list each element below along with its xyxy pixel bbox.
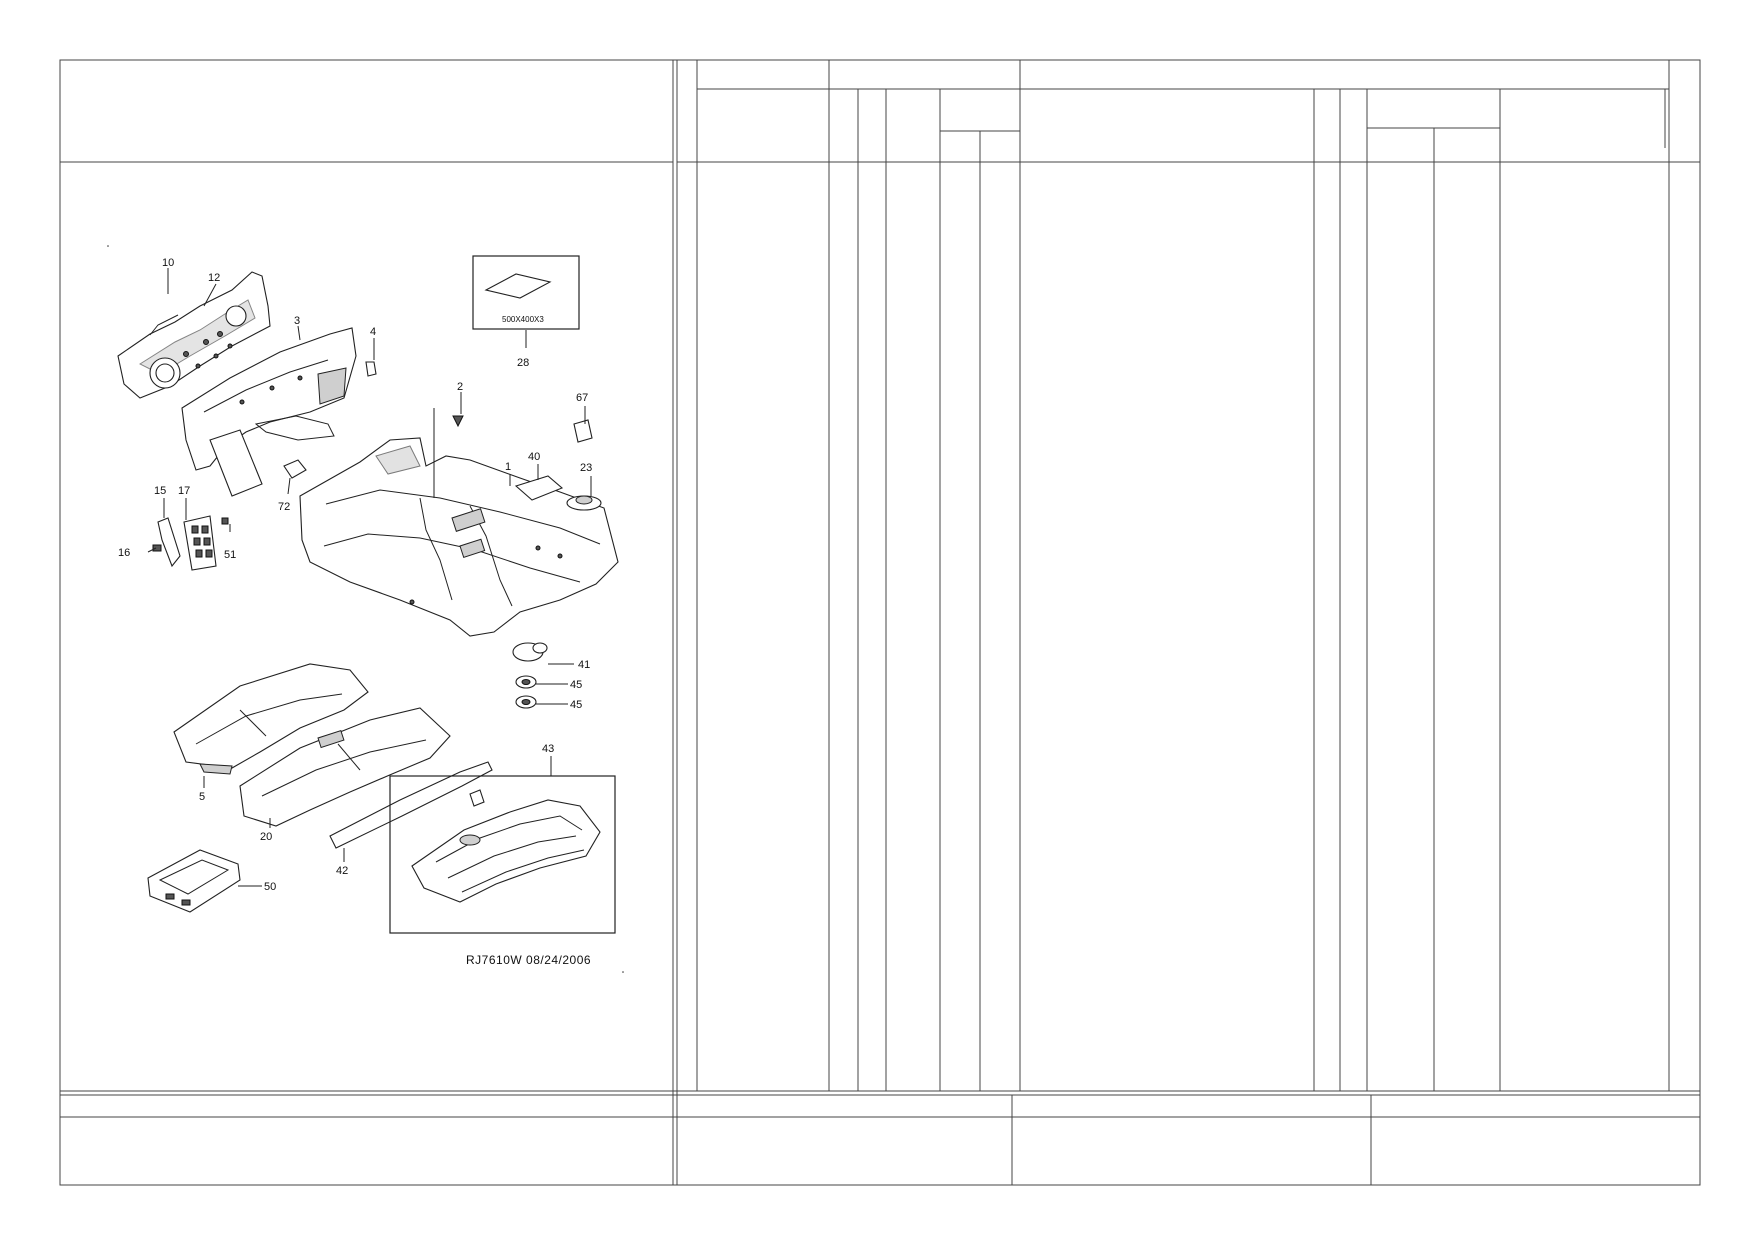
callout-5: 5 <box>199 791 205 803</box>
callout-2: 2 <box>457 381 463 393</box>
callout-42: 42 <box>336 865 348 877</box>
callout-17: 17 <box>178 485 190 497</box>
callout-67: 67 <box>576 392 588 404</box>
tag-part <box>573 419 593 443</box>
callout-40: 40 <box>528 451 540 463</box>
callout-1: 1 <box>505 461 511 473</box>
pedal-insulator-part <box>152 515 229 571</box>
clip-part <box>365 361 377 377</box>
side-trim-strip-part <box>329 761 493 849</box>
callout-labels: 10 12 3 4 2 67 28 40 1 23 15 17 72 16 51… <box>118 257 592 893</box>
insulator-pad-part <box>514 475 564 501</box>
rear-cargo-mat-part <box>411 789 601 903</box>
pad-dimension-label: 500X400X3 <box>502 315 544 324</box>
cap-washer-part <box>512 642 548 709</box>
cargo-tray-part <box>147 849 241 913</box>
dash-lower-panel-part <box>181 327 357 497</box>
callout-45-upper: 45 <box>570 679 582 691</box>
callout-15: 15 <box>154 485 166 497</box>
exploded-parts-diagram: 500X400X3 <box>107 245 624 973</box>
drawing-reference: RJ7610W 08/24/2006 <box>466 953 591 967</box>
pad-detail-box <box>472 255 580 330</box>
callout-51: 51 <box>224 549 236 561</box>
callout-4: 4 <box>370 326 376 338</box>
callout-43: 43 <box>542 743 554 755</box>
rear-cargo-mat-box <box>389 775 616 934</box>
callout-20: 20 <box>260 831 272 843</box>
callout-16: 16 <box>118 547 130 559</box>
dash-insulator-part <box>117 271 271 399</box>
sheet-frame <box>59 59 1701 1186</box>
leader-lines <box>147 268 592 887</box>
callout-28: 28 <box>517 357 529 369</box>
callout-72: 72 <box>278 501 290 513</box>
callout-3: 3 <box>294 315 300 327</box>
front-floor-mat-part <box>173 663 369 775</box>
pin-part <box>452 415 464 428</box>
callout-12: 12 <box>208 272 220 284</box>
rear-floor-mat-part <box>239 707 451 827</box>
callout-50: 50 <box>264 881 276 893</box>
callout-45-lower: 45 <box>570 699 582 711</box>
callout-41: 41 <box>578 659 590 671</box>
floor-carpet-part <box>299 437 619 637</box>
pad-part <box>484 273 552 299</box>
bracket-part <box>283 459 307 479</box>
callout-23: 23 <box>580 462 592 474</box>
callout-10: 10 <box>162 257 174 269</box>
